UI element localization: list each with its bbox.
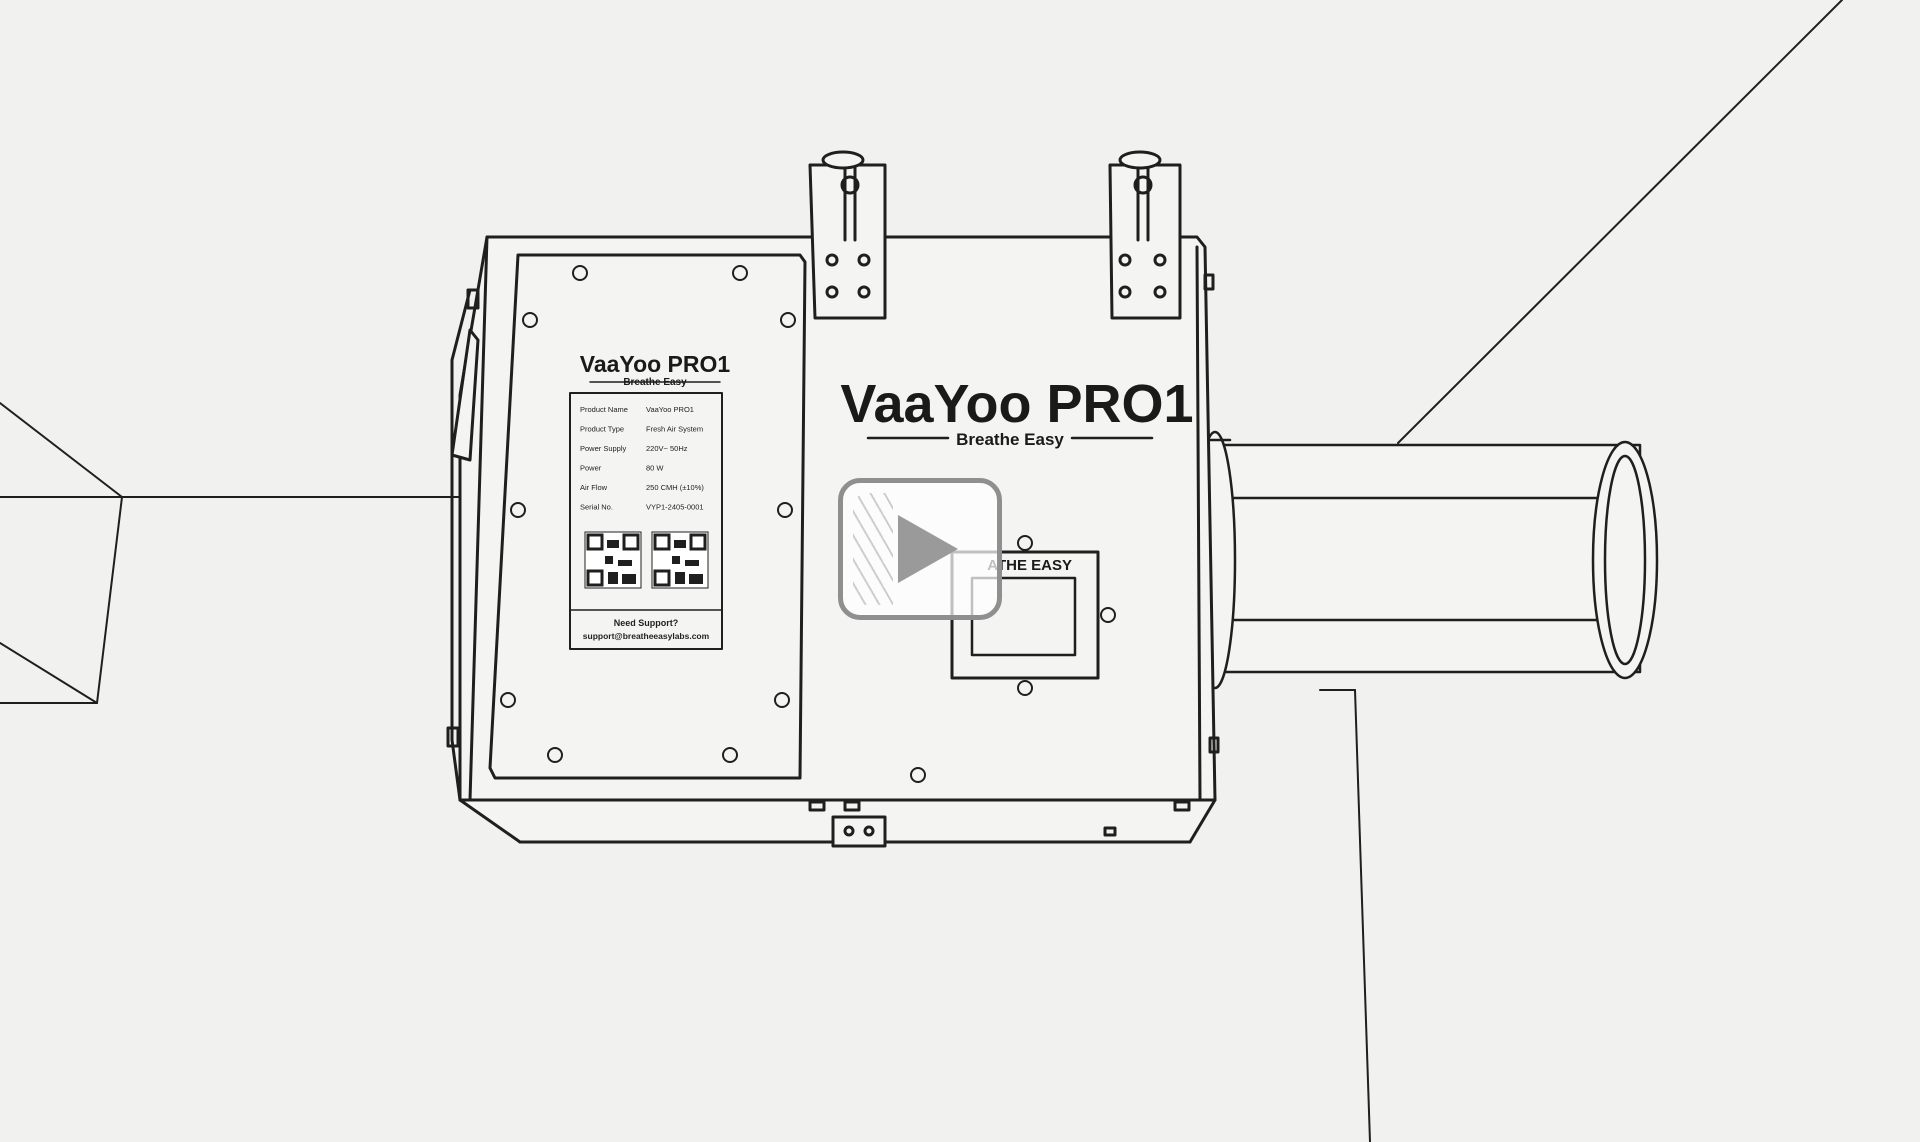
play-button-glare (853, 493, 893, 605)
label-tagline: Breathe Easy (623, 377, 687, 388)
window-label: ATHE EASY (987, 557, 1072, 574)
spec-value: 220V~ 50Hz (646, 444, 688, 453)
device-brand: VaaYoo PRO1 (840, 374, 1193, 434)
spec-value: 80 W (646, 464, 664, 473)
spec-value: VYP1-2405-0001 (646, 503, 704, 512)
panel-screws (500, 265, 1116, 783)
access-panel: VaaYoo PRO1 Breathe Easy Product Name Vaa… (488, 253, 1116, 783)
spec-value: Fresh Air System (646, 425, 703, 434)
spec-label: Product Type (580, 425, 624, 434)
device-tagline: Breathe Easy (956, 430, 1064, 449)
spec-label: Power (580, 464, 602, 473)
spec-label: Serial No. (580, 503, 613, 512)
side-panel (450, 328, 480, 462)
spec-label: Air Flow (580, 483, 608, 492)
spec-label: Power Supply (580, 444, 627, 453)
mounting-brackets (808, 150, 1182, 320)
spec-label: Product Name (580, 405, 628, 414)
support-title: Need Support? (614, 618, 679, 628)
ceiling-lines (0, 0, 1843, 1142)
support-email: support@breatheeasylabs.com (583, 631, 710, 641)
duct-pipe (1193, 430, 1659, 690)
qr-code-right (651, 531, 709, 589)
product-label: VaaYoo PRO1 Breathe Easy Product Name Vaa… (569, 351, 731, 650)
label-brand: VaaYoo PRO1 (580, 351, 731, 377)
spec-value: 250 CMH (±10%) (646, 483, 704, 492)
spec-value: VaaYoo PRO1 (646, 405, 694, 414)
play-icon (898, 515, 958, 583)
front-branding: VaaYoo PRO1 Breathe Easy (840, 374, 1193, 449)
qr-code-left (584, 531, 642, 589)
play-button[interactable] (838, 478, 1002, 620)
